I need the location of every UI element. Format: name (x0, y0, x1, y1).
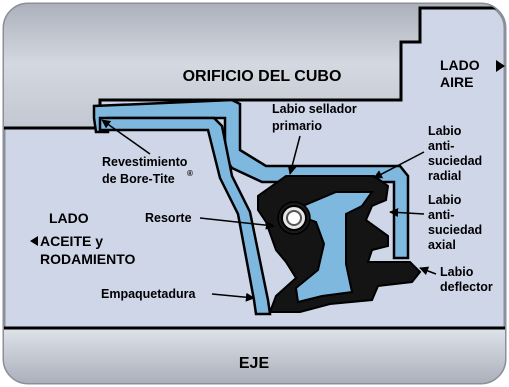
callout-deflector-lip: Labio deflector (419, 265, 493, 294)
coating-line1: Revestimiento (102, 155, 188, 169)
air-side-label: LADO AIRE (440, 57, 505, 90)
coating-mark: ® (187, 169, 193, 178)
radial-lip-leader (373, 151, 425, 179)
shaft (4, 326, 505, 383)
primary-lip-line1: Labio sellador (272, 102, 357, 116)
callout-gasket: Empaquetadura (101, 287, 255, 302)
axial-lip-line3: suciedad (428, 223, 482, 237)
garter-spring (277, 201, 311, 235)
axial-lip-leader (389, 207, 425, 217)
callout-coating: Revestimiento de Bore-Tite ® (101, 119, 193, 186)
air-side-arrow-icon (496, 60, 505, 72)
hub-bore-label: ORIFICIO DEL CUBO (183, 68, 342, 85)
callout-spring: Resorte (145, 211, 275, 230)
radial-lip-line1: Labio (428, 124, 462, 138)
coating-line2: de Bore-Tite (102, 172, 175, 186)
radial-lip-line4: radial (428, 169, 461, 183)
radial-lip-line3: suciedad (428, 154, 482, 168)
spring-leader (199, 217, 275, 230)
oil-side-line1: LADO (49, 210, 89, 226)
oil-side-line2: ACEITE y (40, 233, 103, 249)
deflector-lip-line2: deflector (440, 280, 493, 294)
spring-label: Resorte (145, 211, 192, 225)
axial-lip-line2: anti- (428, 208, 454, 222)
coating-leader (101, 119, 151, 155)
oil-side-label: LADO ACEITE y RODAMIENTO (30, 210, 136, 267)
deflector-lip-leader (419, 266, 437, 276)
axial-lip-line1: Labio (428, 193, 462, 207)
axial-lip-line4: axial (428, 238, 456, 252)
gasket-leader (211, 292, 255, 302)
radial-lip-line2: anti- (428, 139, 454, 153)
callout-primary-lip: Labio sellador primario (272, 102, 357, 175)
primary-lip-line2: primario (272, 119, 322, 133)
oil-side-arrow-icon (30, 236, 38, 246)
callout-radial-lip: Labio anti- suciedad radial (373, 124, 482, 183)
deflector-lip-line1: Labio (440, 265, 474, 279)
air-side-line2: AIRE (440, 74, 473, 90)
air-side-line1: LADO (440, 57, 480, 73)
gasket-label: Empaquetadura (101, 287, 197, 301)
primary-lip-leader (287, 135, 301, 175)
rubber-inner-insert (294, 191, 374, 304)
inner-insert (98, 116, 272, 316)
callout-axial-lip: Labio anti- suciedad axial (389, 193, 482, 252)
shaft-label: EJE (239, 355, 270, 372)
oil-side-line3: RODAMIENTO (40, 251, 136, 267)
